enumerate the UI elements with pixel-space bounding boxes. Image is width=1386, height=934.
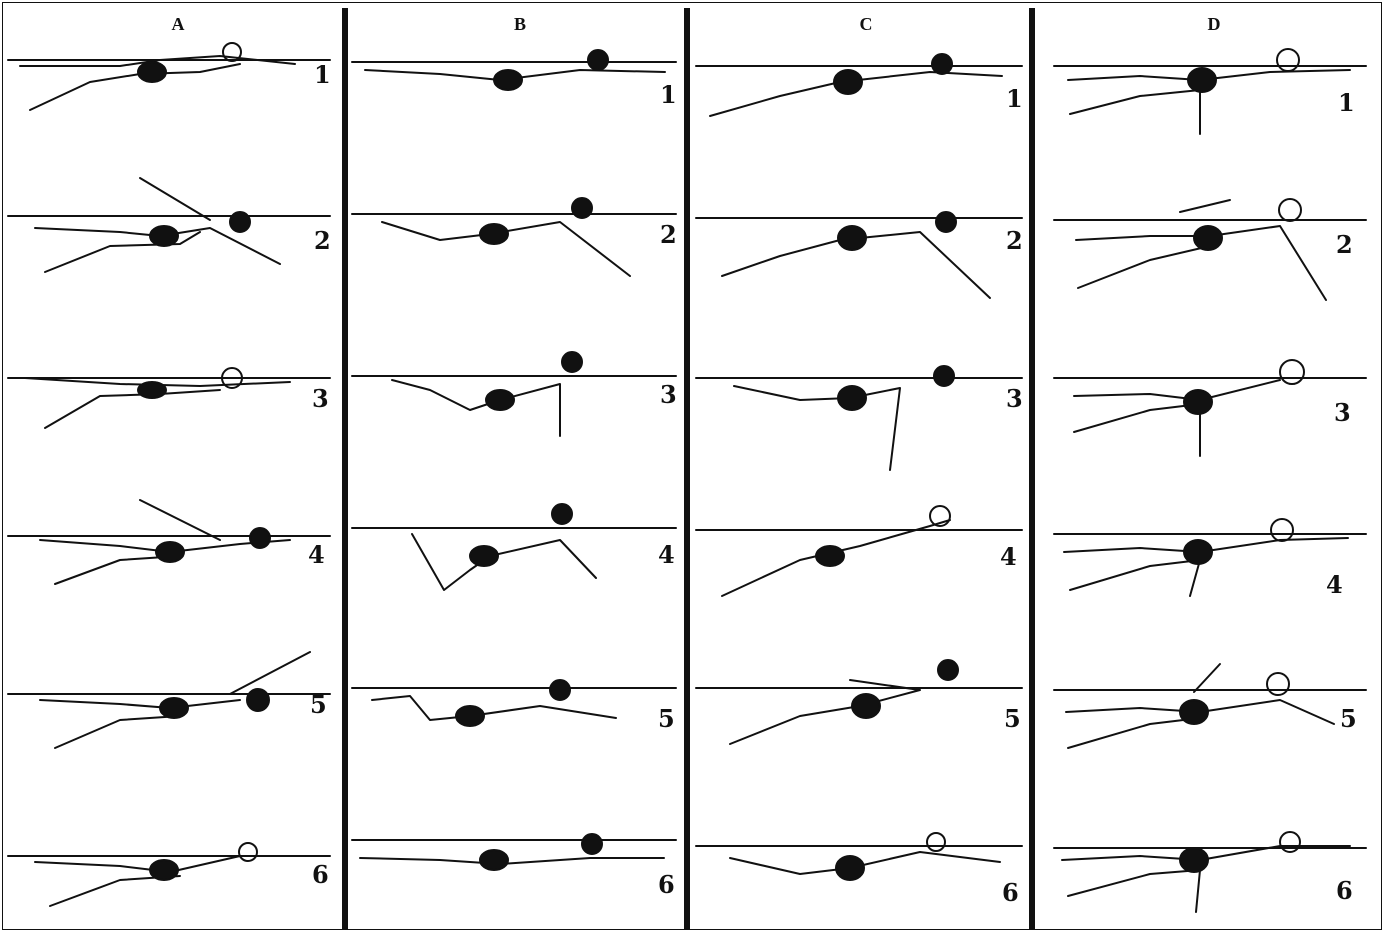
frame-number: 2 bbox=[314, 226, 331, 255]
frame-number: 3 bbox=[1334, 398, 1351, 427]
swimmer-figure bbox=[20, 43, 310, 906]
frame-number: 6 bbox=[658, 870, 675, 899]
frame-number: 1 bbox=[1006, 84, 1023, 113]
frame-number: 6 bbox=[1002, 878, 1019, 907]
frame-number: 3 bbox=[1006, 384, 1023, 413]
frame-number: 3 bbox=[660, 380, 677, 409]
frame-number: 4 bbox=[1000, 542, 1017, 571]
frame-number: 3 bbox=[312, 384, 329, 413]
frame-number: 2 bbox=[660, 220, 677, 249]
frame-number: 2 bbox=[1336, 230, 1353, 259]
frame-number: 6 bbox=[1336, 876, 1353, 905]
frame-number: 4 bbox=[308, 540, 325, 569]
frame-number: 6 bbox=[312, 860, 329, 889]
swimmer-figure bbox=[710, 54, 1002, 880]
frame-number: 5 bbox=[1004, 704, 1021, 733]
frame-number: 4 bbox=[1326, 570, 1343, 599]
swimmer-figure bbox=[1062, 49, 1350, 912]
frame-number: 5 bbox=[1340, 704, 1357, 733]
swimmer-figure bbox=[360, 50, 665, 870]
frame-number: 4 bbox=[658, 540, 675, 569]
frame-number: 2 bbox=[1006, 226, 1023, 255]
frame-number: 5 bbox=[658, 704, 675, 733]
water-line bbox=[8, 60, 1366, 856]
frame-number: 1 bbox=[314, 60, 331, 89]
frame-number: 5 bbox=[310, 690, 327, 719]
frame-number: 1 bbox=[1338, 88, 1355, 117]
frame-number: 1 bbox=[660, 80, 677, 109]
